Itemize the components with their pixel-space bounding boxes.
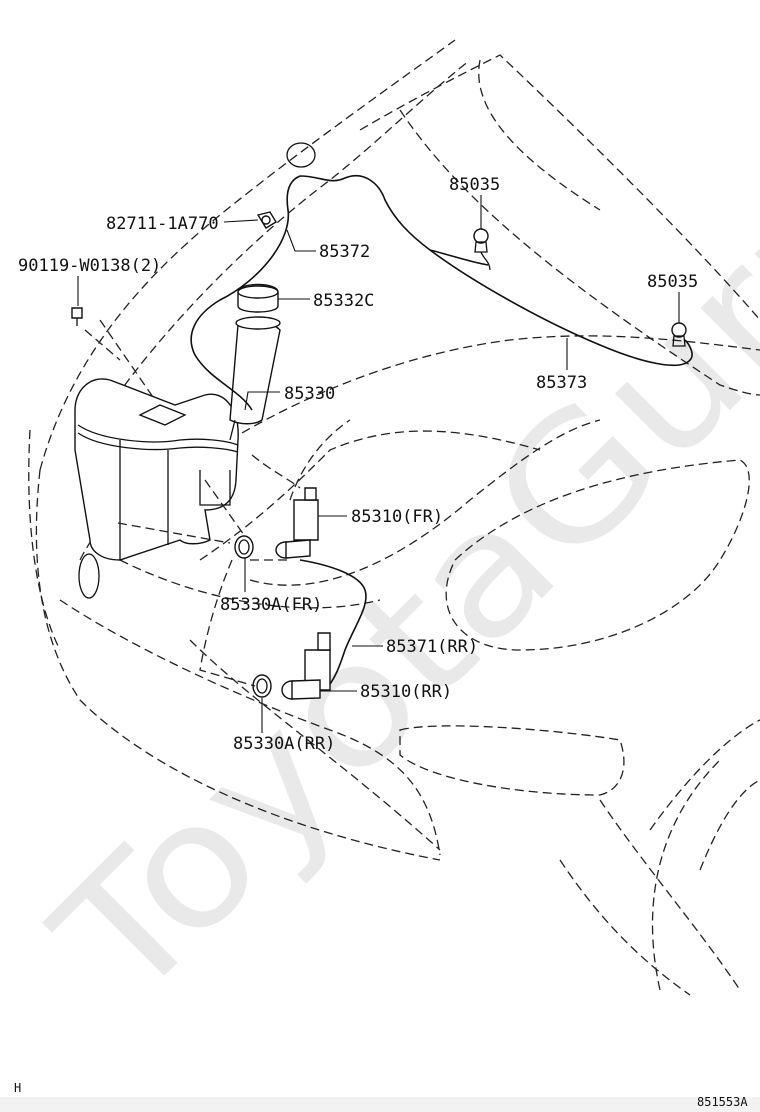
label-85373: 85373: [536, 373, 587, 393]
hose-clip: [256, 211, 277, 229]
assembly-lines: [84, 319, 351, 687]
label-85330a-rr: 85330A(RR): [233, 734, 335, 754]
label-85310-rr: 85310(RR): [360, 682, 452, 702]
label-85035-top: 85035: [449, 175, 500, 195]
pump-grommet-front: [234, 535, 254, 559]
label-85372: 85372: [319, 242, 370, 262]
filler-cap: [237, 283, 279, 313]
bolt: [71, 307, 83, 326]
hose-85372: [190, 175, 301, 411]
corner-mark: H: [14, 1081, 21, 1095]
figure-code: 851553A: [697, 1095, 748, 1109]
hose-85373: [299, 175, 693, 367]
footer-strip: [0, 1097, 760, 1112]
label-90119-w0138: 90119-W0138(2): [18, 256, 161, 276]
label-85332c: 85332C: [313, 291, 374, 311]
label-82711-1a770: 82711-1A770: [106, 214, 219, 234]
washer-nozzle-right: [671, 322, 687, 347]
hood-grommet: [286, 142, 316, 168]
label-85310-fr: 85310(FR): [351, 507, 443, 527]
washer-pump-rear: [281, 632, 331, 700]
label-85330: 85330: [284, 384, 335, 404]
label-85371-rr: 85371(RR): [386, 637, 478, 657]
fog-lamp-shape: [78, 553, 100, 599]
pump-grommet-rear: [252, 674, 272, 698]
car-body-outline: [28, 39, 760, 996]
hose-85371: [299, 559, 367, 691]
label-85035-right: 85035: [647, 272, 698, 292]
washer-tank: [74, 316, 281, 561]
leader-lines: [77, 195, 680, 733]
washer-pump-front: [275, 487, 319, 559]
label-85330a-fr: 85330A(FR): [220, 595, 322, 615]
